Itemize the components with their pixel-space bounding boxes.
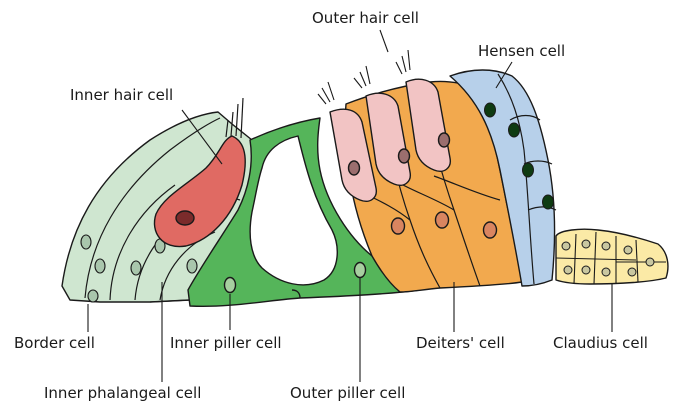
label-inner-piller-cell: Inner piller cell xyxy=(170,334,282,352)
label-outer-piller-cell: Outer piller cell xyxy=(290,384,405,402)
label-outer-hair-cell: Outer hair cell xyxy=(312,9,419,27)
label-inner-hair-cell: Inner hair cell xyxy=(70,86,173,104)
claudius-cells xyxy=(556,229,668,284)
label-deiters-cell: Deiters' cell xyxy=(416,334,505,352)
label-hensen-cell: Hensen cell xyxy=(478,42,565,60)
leader-outer-hair-cell xyxy=(380,30,388,52)
label-inner-phalangeal-cell: Inner phalangeal cell xyxy=(44,384,201,402)
label-border-cell: Border cell xyxy=(14,334,95,352)
label-claudius-cell: Claudius cell xyxy=(553,334,648,352)
